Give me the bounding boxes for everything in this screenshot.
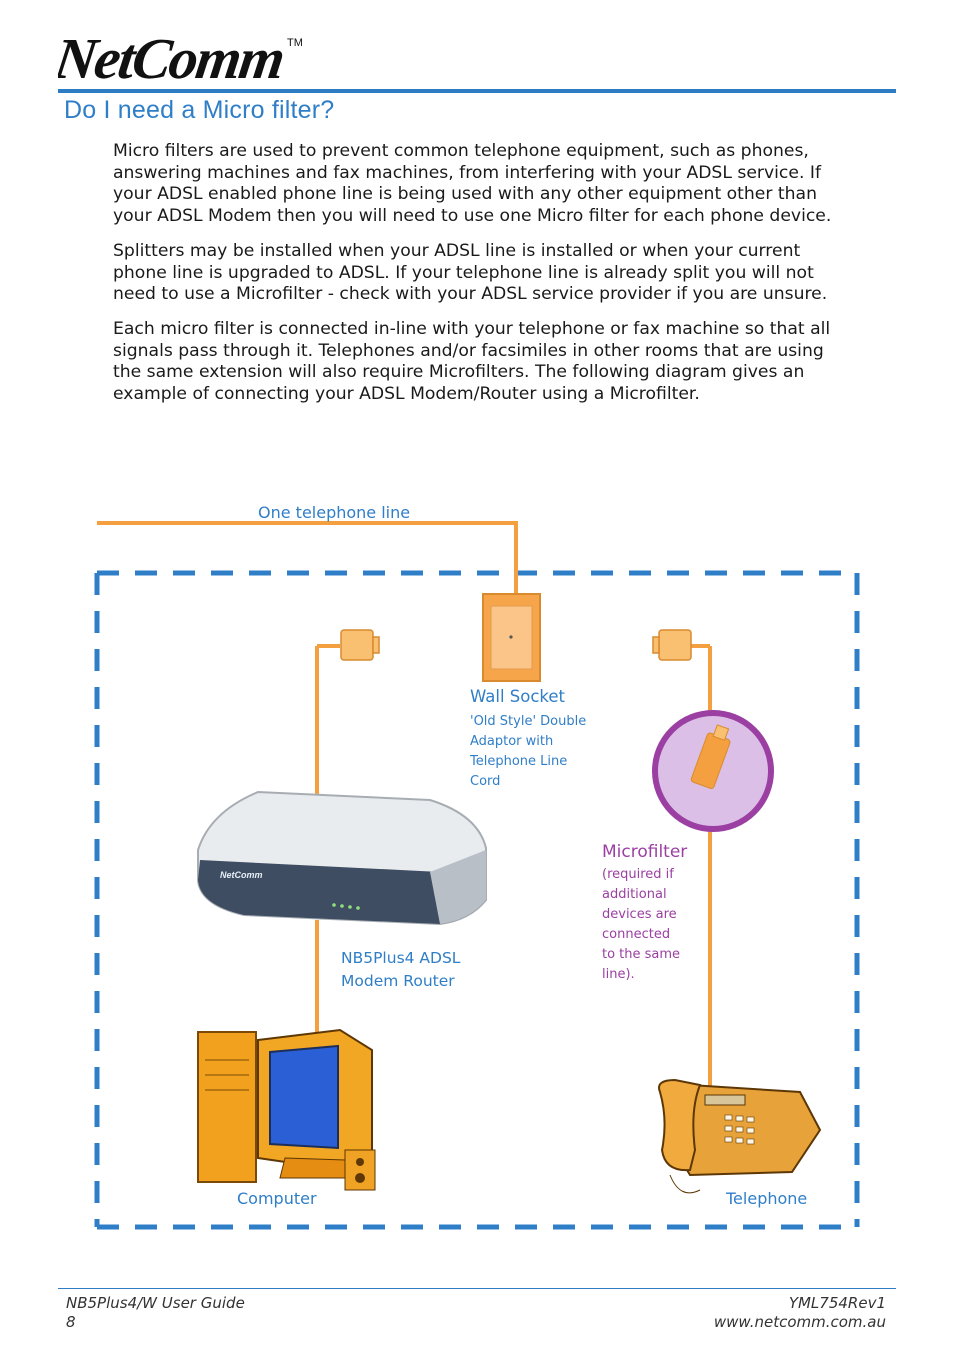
phone-plug-icon [652, 629, 692, 661]
logo-text: NetComm [58, 26, 287, 86]
router-plug-icon [340, 629, 380, 661]
modem-router-image: NetComm [197, 790, 487, 926]
footer-rule [58, 1288, 896, 1289]
router-label-2: Modem Router [341, 972, 455, 990]
computer-label: Computer [237, 1189, 317, 1208]
microfilter-desc-4: connected [602, 927, 670, 942]
footer-website[interactable]: www.netcomm.com.au [713, 1313, 886, 1331]
netcomm-logo: NetComm TM [58, 26, 303, 86]
telephone-label: Telephone [725, 1189, 807, 1208]
microfilter-desc-3: devices are [602, 907, 677, 922]
wall-socket-desc-2: Adaptor with [470, 734, 553, 749]
paragraph-3: Each micro filter is connected in-line w… [113, 318, 831, 405]
premises-boundary [94, 570, 860, 1230]
microfilter-icon [652, 710, 774, 832]
wall-socket-label: Wall Socket [470, 687, 566, 706]
microfilter-label: Microfilter [602, 842, 687, 862]
body-text: Micro filters are used to prevent common… [113, 141, 903, 419]
microfilter-desc-2: additional [602, 887, 667, 902]
footer-page-number: 8 [66, 1313, 76, 1331]
page-title: Do I need a Micro filter? [64, 96, 335, 124]
paragraph-1: Micro filters are used to prevent common… [113, 141, 832, 227]
footer-revision: YML754Rev1 [788, 1294, 886, 1312]
telephone-image [658, 1078, 822, 1194]
logo-trademark: TM [287, 37, 303, 49]
computer-image [197, 1028, 376, 1191]
router-label-1: NB5Plus4 ADSL [341, 949, 461, 967]
footer-guide-title: NB5Plus4/W User Guide [66, 1294, 245, 1312]
telephone-cables [97, 521, 712, 1090]
line-label: One telephone line [258, 503, 410, 522]
wall-socket-desc-3: Telephone Line [469, 754, 567, 769]
wall-socket-desc-4: Cord [470, 774, 500, 789]
wall-socket-desc-1: 'Old Style' Double [470, 714, 586, 729]
header-rule [58, 89, 896, 93]
paragraph-2: Splitters may be installed when your ADS… [113, 240, 828, 305]
microfilter-connection-diagram: NetComm One telephone line [94, 503, 860, 1230]
footer-left: NB5Plus4/W User Guide 8 [66, 1294, 245, 1332]
microfilter-desc-1: (required if [602, 867, 674, 882]
wall-socket-icon [482, 593, 541, 682]
microfilter-desc-6: line). [602, 967, 635, 982]
microfilter-desc-5: to the same [602, 947, 680, 962]
router-logo-text: NetComm [220, 870, 263, 880]
footer-right: YML754Rev1 www.netcomm.com.au [714, 1294, 886, 1332]
